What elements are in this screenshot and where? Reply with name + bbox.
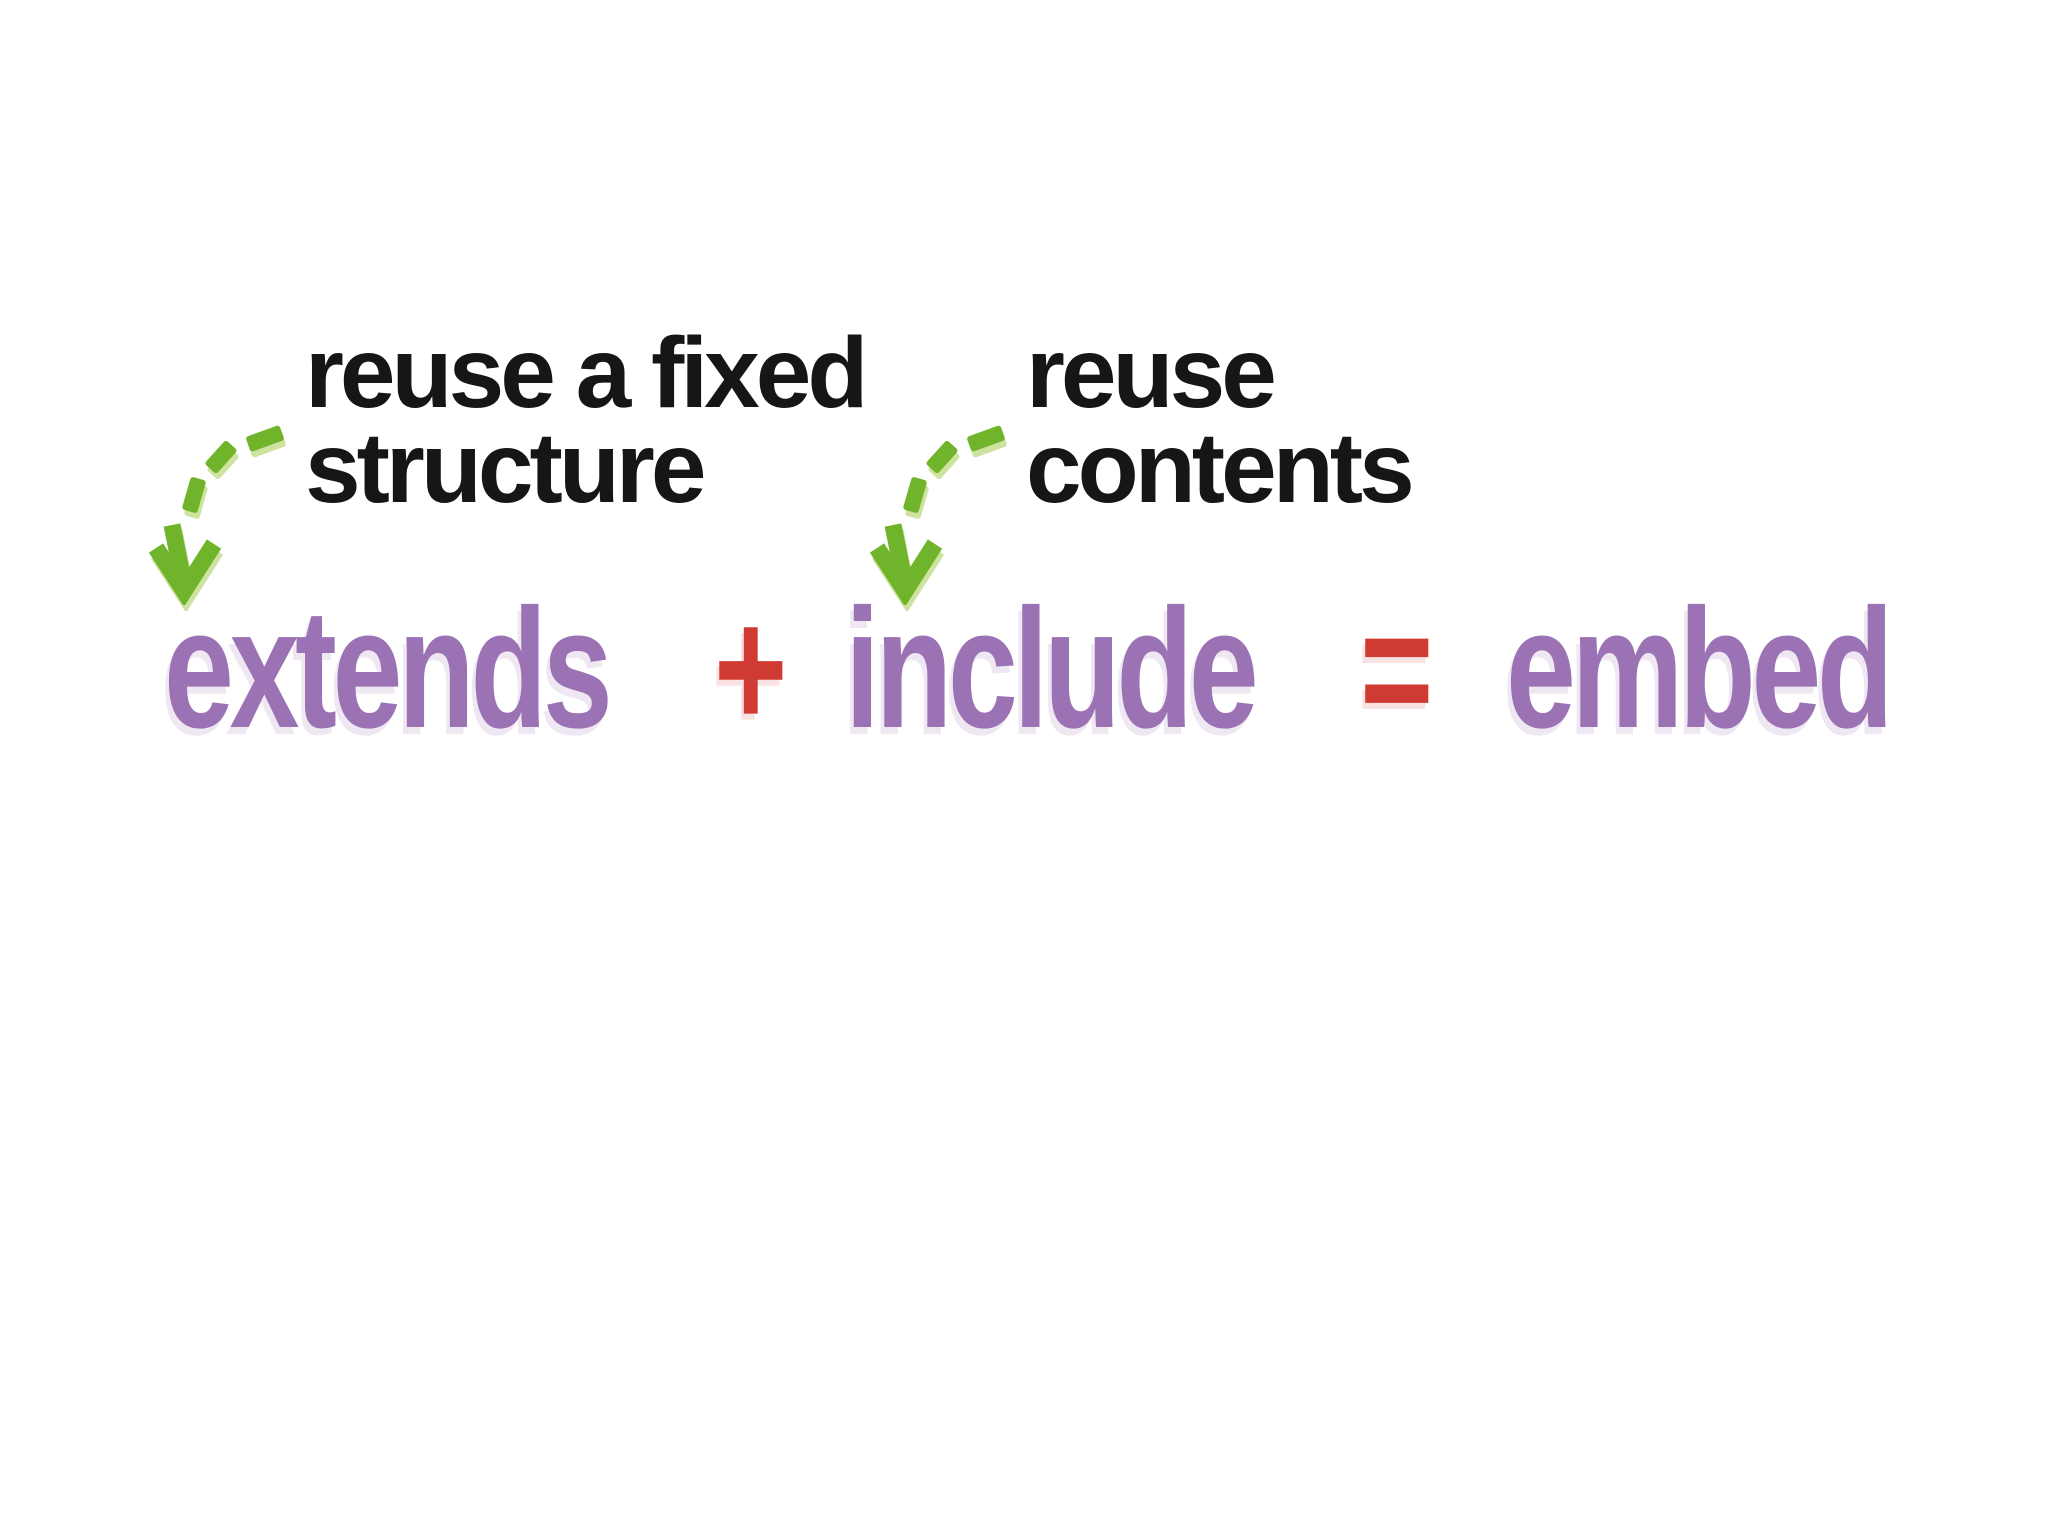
equation-term-extends: extends <box>164 574 613 764</box>
equation-term-embed: embed <box>1506 574 1894 764</box>
annotation-line: reuse <box>1026 317 1277 429</box>
annotation-reuse-contents: reuse contents <box>1026 317 1415 524</box>
annotation-reuse-structure: reuse a fixed structure <box>305 317 868 524</box>
curved-dashed-arrow-down-icon <box>148 425 284 605</box>
annotation-line: contents <box>1026 412 1415 524</box>
equation-operator-plus: + <box>714 574 787 764</box>
equation-operator-equals: = <box>1360 574 1433 764</box>
curved-dashed-arrow-down-icon <box>869 425 1005 605</box>
annotation-line: reuse a fixed <box>305 317 868 429</box>
equation-term-include: include <box>845 574 1259 764</box>
annotation-line: structure <box>305 412 706 524</box>
